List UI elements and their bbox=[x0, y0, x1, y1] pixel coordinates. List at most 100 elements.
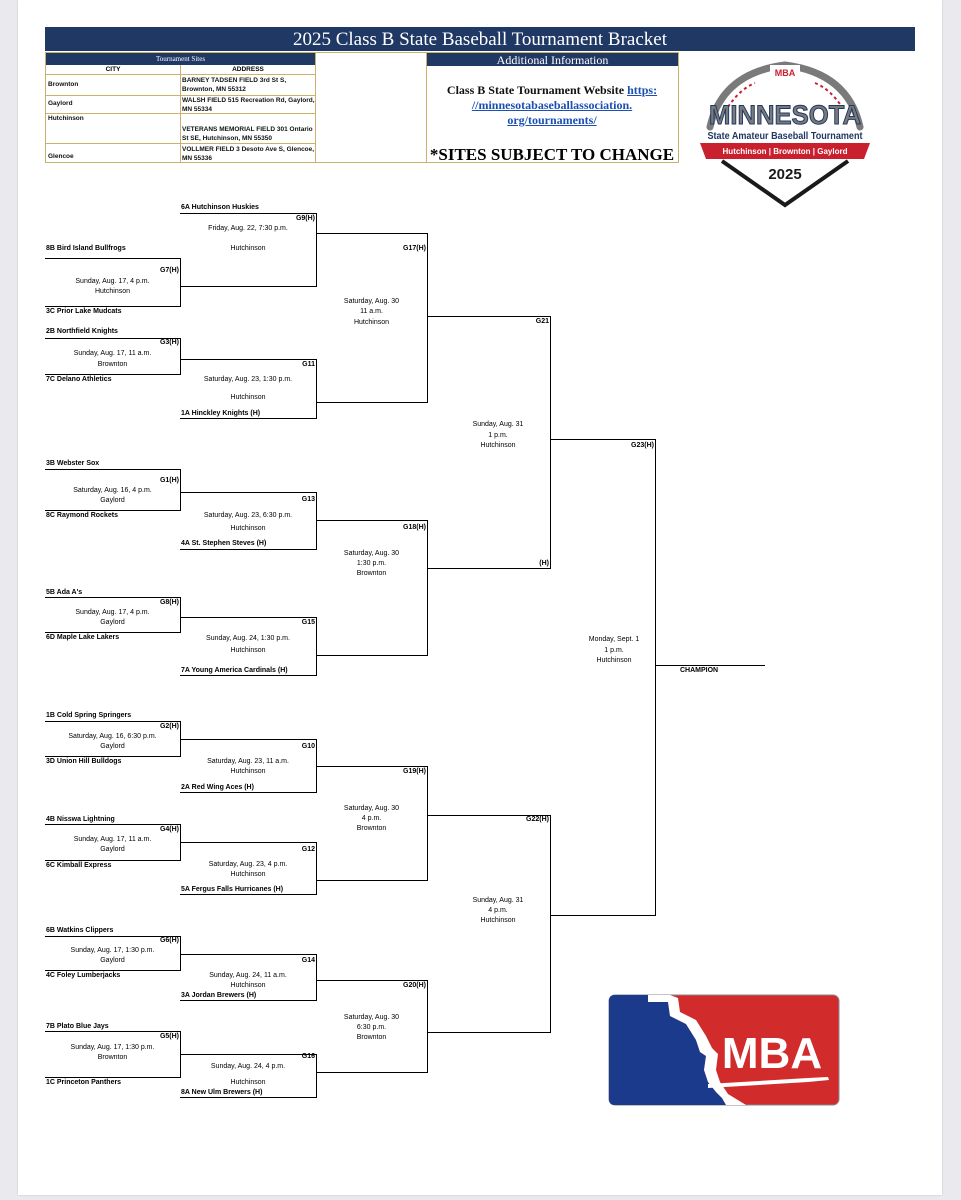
game-date: Saturday, Aug. 23, 4 p.m. bbox=[208, 861, 288, 868]
game-site: Brownton bbox=[356, 1034, 387, 1041]
team-label: 4A St. Stephen Steves (H) bbox=[181, 540, 267, 547]
game-date: Saturday, Aug. 16, 6:30 p.m. bbox=[68, 733, 157, 740]
site-address: BARNEY TADSEN FIELD 3rd St S, Brownton, … bbox=[182, 77, 287, 93]
website-info: Class B State Tournament Website https: … bbox=[427, 83, 677, 128]
website-label: Class B State Tournament Website bbox=[446, 83, 625, 97]
team-label: 3C Prior Lake Mudcats bbox=[46, 308, 122, 315]
site-address: VOLLMER FIELD 3 Desoto Ave S, Glencoe, M… bbox=[182, 146, 315, 162]
website-link[interactable]: //minnesotabaseballassociation. bbox=[471, 98, 633, 112]
minnesota-tournament-logo: MBA MINNESOTA State Amateur Baseball Tou… bbox=[700, 61, 870, 208]
game-site: Hutchinson bbox=[94, 288, 131, 295]
mba-logo: MBA bbox=[608, 994, 840, 1106]
game-date: Sunday, Aug. 31 bbox=[472, 897, 524, 904]
website-link[interactable]: org/tournaments/ bbox=[507, 113, 597, 127]
team-label: 5A Fergus Falls Hurricanes (H) bbox=[181, 886, 284, 893]
game-time: 6:30 p.m. bbox=[356, 1024, 387, 1031]
game-date: Saturday, Aug. 30 bbox=[343, 1014, 400, 1021]
team-label: 8A New Ulm Brewers (H) bbox=[181, 1089, 263, 1096]
game-date: Saturday, Aug. 23, 11 a.m. bbox=[207, 758, 289, 765]
column-divider bbox=[180, 65, 181, 163]
logo-word: MINNESOTA bbox=[709, 100, 861, 130]
game-site: Hutchinson bbox=[480, 917, 516, 924]
game-line-g7 bbox=[45, 258, 181, 307]
site-city: Brownton bbox=[48, 81, 79, 88]
game-id: G7(H) bbox=[159, 267, 179, 274]
team-label: 2B Northfield Knights bbox=[46, 328, 118, 335]
game-date: Friday, Aug. 22, 7:30 p.m. bbox=[208, 225, 288, 232]
game-date: Saturday, Aug. 23, 1:30 p.m. bbox=[203, 376, 293, 383]
team-label: 6D Maple Lake Lakers bbox=[46, 634, 120, 641]
game-site: Hutchinson bbox=[480, 442, 516, 449]
team-label: 7B Plato Blue Jays bbox=[46, 1023, 109, 1030]
team-label: 1A Hinckley Knights (H) bbox=[181, 410, 261, 417]
game-id: G8(H) bbox=[159, 599, 179, 606]
team-label: 7A Young America Cardinals (H) bbox=[181, 667, 288, 674]
game-time: 1:30 p.m. bbox=[356, 560, 387, 567]
game-date: Saturday, Aug. 30 bbox=[343, 805, 400, 812]
info-header: Additional Information bbox=[427, 53, 678, 67]
game-id-home: (H) bbox=[539, 560, 549, 567]
game-date: Sunday, Aug. 17, 1:30 p.m. bbox=[70, 947, 155, 954]
game-line-g17 bbox=[316, 233, 428, 403]
game-id: G22(H) bbox=[526, 816, 549, 823]
champion-label: CHAMPION bbox=[680, 667, 719, 674]
game-id: G15 bbox=[301, 619, 315, 626]
game-site: Brownton bbox=[97, 1054, 128, 1061]
game-date: Sunday, Aug. 17, 11 a.m. bbox=[73, 836, 152, 843]
team-label: 4B Nisswa Lightning bbox=[46, 816, 115, 823]
game-line-g23 bbox=[550, 439, 656, 916]
game-id: G17(H) bbox=[403, 245, 426, 252]
game-line-g8 bbox=[45, 597, 181, 633]
minnesota-state-shape bbox=[609, 995, 726, 1105]
site-row: Glencoe VOLLMER FIELD 3 Desoto Ave S, Gl… bbox=[46, 143, 315, 163]
team-label: 8B Bird Island Bullfrogs bbox=[46, 245, 126, 252]
team-label: 6B Watkins Clippers bbox=[46, 927, 114, 934]
game-id: G12 bbox=[301, 846, 315, 853]
game-line-g1 bbox=[45, 469, 181, 511]
game-line-g21 bbox=[427, 316, 551, 569]
game-id: G14 bbox=[301, 957, 315, 964]
sites-header: Tournament Sites bbox=[46, 53, 315, 65]
game-id: G5(H) bbox=[159, 1033, 179, 1040]
game-date: Sunday, Aug. 17, 1:30 p.m. bbox=[70, 1044, 155, 1051]
team-label: 3B Webster Sox bbox=[46, 460, 100, 467]
game-id: G9(H) bbox=[295, 215, 315, 222]
game-id: G19(H) bbox=[403, 768, 426, 775]
game-line-g18 bbox=[316, 520, 428, 656]
website-link[interactable]: https: bbox=[627, 83, 658, 97]
game-site: Gaylord bbox=[100, 957, 125, 964]
game-site: Gaylord bbox=[100, 619, 125, 626]
game-date: Sunday, Aug. 24, 1:30 p.m. bbox=[206, 635, 290, 642]
tournament-sites-table: Tournament Sites CITY ADDRESS Brownton B… bbox=[45, 52, 316, 163]
team-label: 1C Princeton Panthers bbox=[46, 1079, 122, 1086]
game-id: G20(H) bbox=[403, 982, 426, 989]
game-id: G3(H) bbox=[159, 339, 179, 346]
game-line-g11 bbox=[180, 359, 317, 419]
game-line-g12 bbox=[180, 842, 317, 895]
game-time: 1 p.m. bbox=[488, 432, 508, 439]
logo-year: 2025 bbox=[768, 166, 801, 183]
home-plate-outline bbox=[720, 159, 850, 208]
site-row: Brownton BARNEY TADSEN FIELD 3rd St S, B… bbox=[46, 75, 315, 96]
site-address: VETERANS MEMORIAL FIELD 301 Ontario St S… bbox=[182, 126, 313, 142]
additional-info-box: Additional Information Class B State Tou… bbox=[427, 52, 679, 164]
mba-text: MBA bbox=[722, 1029, 822, 1078]
game-date: Saturday, Aug. 30 bbox=[343, 550, 400, 557]
game-id: G16 bbox=[301, 1053, 315, 1060]
team-label: 2A Red Wing Aces (H) bbox=[181, 784, 254, 791]
game-site: Hutchinson bbox=[230, 982, 266, 989]
game-id: G13 bbox=[301, 496, 315, 503]
game-id: G4(H) bbox=[159, 826, 179, 833]
game-line-g22 bbox=[427, 815, 551, 1033]
baseball-stitches bbox=[727, 82, 756, 108]
team-label: 1B Cold Spring Springers bbox=[46, 712, 132, 719]
baseball-stitches bbox=[814, 82, 843, 108]
site-row: Gaylord WALSH FIELD 515 Recreation Rd, G… bbox=[46, 95, 315, 114]
game-id: G1(H) bbox=[159, 477, 179, 484]
badge-background bbox=[770, 65, 800, 79]
game-time: 4 p.m. bbox=[361, 815, 382, 822]
logo-subtitle: State Amateur Baseball Tournament bbox=[708, 131, 864, 142]
game-date: Saturday, Aug. 30 bbox=[343, 298, 400, 305]
game-date: Sunday, Aug. 31 bbox=[472, 421, 524, 428]
sites-note: *SITES SUBJECT TO CHANGE bbox=[429, 145, 675, 164]
